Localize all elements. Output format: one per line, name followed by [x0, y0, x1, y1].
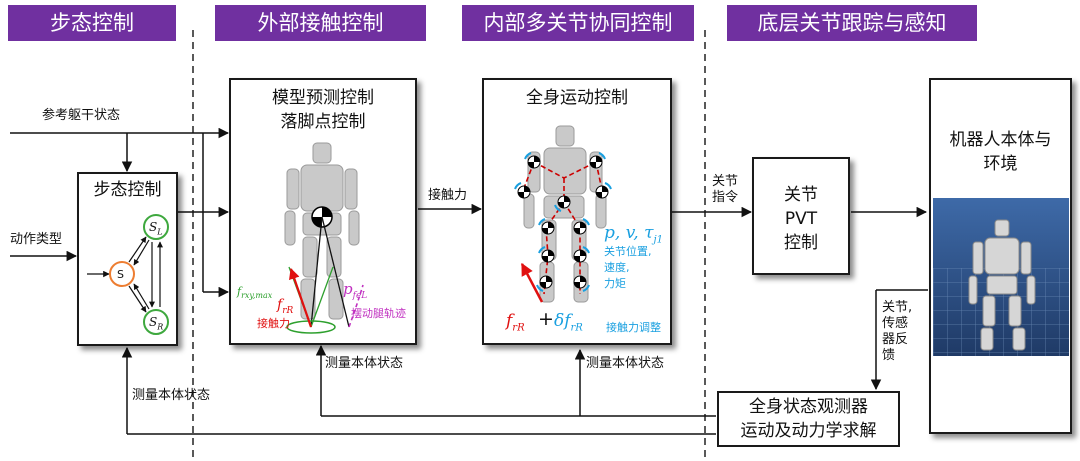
- edge-feedback-2: 传感: [882, 316, 909, 331]
- label-plus: +: [538, 308, 554, 330]
- contact-force-arrow: [289, 267, 313, 328]
- label-velocity: 速度,: [604, 261, 630, 274]
- header-internal-joint: 内部多关节协同控制: [462, 5, 694, 41]
- observer-line1: 全身状态观测器: [749, 397, 868, 417]
- edge-feedback-4: 馈: [882, 348, 896, 363]
- wbc-title: 全身运动控制: [526, 88, 628, 108]
- header-gait: 步态控制: [8, 5, 176, 41]
- label-delta-f: δfrR: [554, 311, 583, 334]
- mpc-footstep-box: 模型预测控制 落脚点控制: [229, 78, 417, 345]
- mpc-title-line1: 模型预测控制: [272, 88, 374, 108]
- state-sl-circle: [143, 214, 169, 240]
- edge-joint-cmd-1: 关节: [712, 174, 739, 189]
- edge-contact-force: 接触力: [428, 188, 468, 203]
- observer-line2: 运动及动力学求解: [740, 421, 877, 441]
- robot-line2: 环境: [983, 154, 1018, 174]
- mpc-title-line2: 落脚点控制: [280, 112, 366, 132]
- pvt-line2: PVT: [784, 209, 818, 229]
- state-s-circle: [109, 261, 135, 287]
- label-swing-traj-cn: 摆动腿轨迹: [351, 307, 406, 320]
- pvt-line3: 控制: [784, 233, 818, 253]
- gait-state-machine: [87, 214, 169, 335]
- label-action-type: 动作类型: [10, 232, 63, 247]
- wbc-contact-force-arrow: [520, 262, 544, 303]
- header-external-contact: 外部接触控制: [215, 5, 426, 41]
- gait-box-title: 步态控制: [93, 180, 162, 200]
- state-observer-box: 全身状态观测器 运动及动力学求解: [717, 391, 900, 447]
- pvt-line1: 关节: [784, 185, 818, 205]
- edge-measured-2: 测量本体状态: [586, 356, 665, 371]
- label-f-r: frR: [506, 311, 525, 334]
- label-contact-force-cn: 接触力: [257, 317, 290, 330]
- header-bottom-layer: 底层关节跟踪与感知: [727, 5, 977, 41]
- edge-measured-3: 测量本体状态: [132, 388, 211, 403]
- state-s-label: S: [117, 268, 124, 281]
- robot-environment-box: 机器人本体与 环境: [929, 78, 1072, 434]
- edge-joint-cmd-2: 指令: [712, 190, 739, 205]
- label-joint-position: 关节位置,: [604, 245, 652, 258]
- gait-control-box: 步态控制 S SL SR: [77, 172, 178, 346]
- whole-body-control-box: 全身运动控制: [482, 78, 672, 345]
- label-torso-ref: 参考躯干状态: [42, 108, 121, 123]
- edge-feedback-1: 关节,: [882, 300, 913, 315]
- robot-sim-render: [933, 198, 1069, 356]
- edge-measured-1: 测量本体状态: [325, 356, 404, 371]
- label-adjust: 接触力调整: [606, 321, 661, 334]
- state-sl-label: SL: [149, 220, 163, 237]
- label-f-max: frxy,max: [237, 285, 273, 301]
- joint-markers: [514, 152, 612, 292]
- wbc-robot-figure: [514, 125, 612, 303]
- label-f-rr: frR: [277, 297, 294, 316]
- robot-line1: 机器人本体与: [949, 130, 1052, 150]
- joint-pvt-box: 关节 PVT 控制: [752, 157, 850, 275]
- friction-cone-base: [286, 320, 336, 334]
- label-p-fel: pfeL: [343, 280, 368, 302]
- label-torque: 力矩: [604, 277, 626, 290]
- state-sr-circle: [143, 309, 169, 335]
- edge-feedback-3: 器反: [882, 332, 909, 347]
- mpc-robot-figure: [284, 142, 364, 334]
- robot-silhouette: [968, 219, 1036, 351]
- state-sr-label: SR: [149, 315, 164, 332]
- label-pvt-symbols: p, v, τj1: [604, 223, 663, 246]
- swing-trajectory: [348, 284, 364, 328]
